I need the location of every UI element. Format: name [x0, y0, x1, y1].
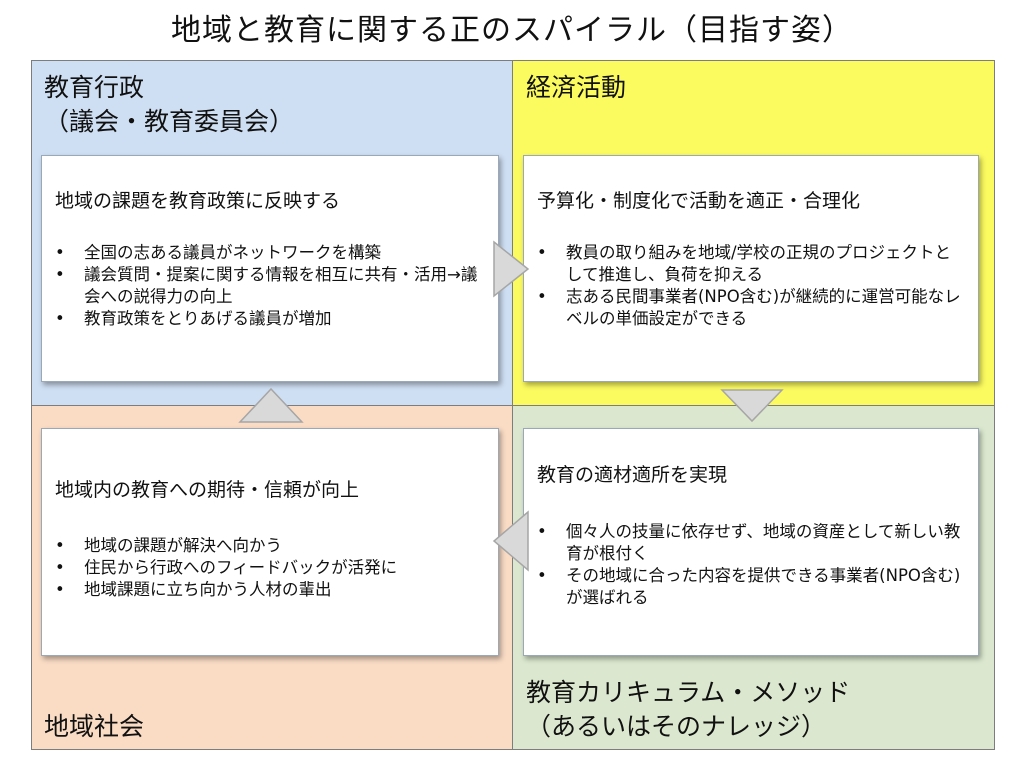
quadrant-label-line1: 地域社会 [44, 712, 145, 741]
bullet-item: 住民から行政へのフィードバックが活発に [53, 557, 493, 579]
quadrant-label-line1: 教育カリキュラム・メソッド [526, 678, 851, 707]
arrow-right-icon [493, 240, 530, 298]
quadrant-label: 地域社会 [44, 710, 144, 744]
bullet-list: 個々人の技量に依存せず、地域の資産として新しい教育が根付く その地域に合った内容… [535, 521, 965, 609]
content-box-local-community: 地域内の教育への期待・信頼が向上 地域の課題が解決へ向かう 住民から行政へのフィ… [41, 428, 499, 656]
diagram-title: 地域と教育に関する正のスパイラル（目指す姿） [171, 13, 853, 48]
box-heading: 予算化・制度化で活動を適正・合理化 [537, 190, 861, 212]
box-heading: 教育の適材適所を実現 [537, 464, 728, 486]
quadrant-label: 経済活動 [526, 71, 626, 105]
bullet-item: その地域に合った内容を提供できる事業者(NPO含む)が選ばれる [535, 565, 965, 609]
arrow-down-icon [720, 389, 784, 423]
bullet-item: 個々人の技量に依存せず、地域の資産として新しい教育が根付く [535, 521, 965, 565]
bullet-item: 志ある民間事業者(NPO含む)が継続的に運営可能なレベルの単価設定ができる [535, 286, 965, 330]
bullet-list: 全国の志ある議員がネットワークを構築 議会質問・提案に関する情報を相互に共有・活… [53, 242, 493, 330]
bullet-list: 教員の取り組みを地域/学校の正規のプロジェクトとして推進し、負荷を抑える 志ある… [535, 242, 965, 330]
arrow-left-icon [492, 510, 529, 572]
bullet-list: 地域の課題が解決へ向かう 住民から行政へのフィードバックが活発に 地域課題に立ち… [53, 535, 493, 601]
bullet-item: 議会質問・提案に関する情報を相互に共有・活用→議会への説得力の向上 [53, 264, 493, 308]
bullet-item: 教員の取り組みを地域/学校の正規のプロジェクトとして推進し、負荷を抑える [535, 242, 965, 286]
bullet-item: 地域課題に立ち向かう人材の輩出 [53, 579, 493, 601]
content-box-economic-activity: 予算化・制度化で活動を適正・合理化 教員の取り組みを地域/学校の正規のプロジェク… [523, 155, 979, 382]
content-box-education-administration: 地域の課題を教育政策に反映する 全国の志ある議員がネットワークを構築 議会質問・… [41, 155, 499, 382]
quadrant-label-line1: 経済活動 [526, 73, 627, 102]
bullet-item: 教育政策をとりあげる議員が増加 [53, 308, 493, 330]
quadrant-label: 教育行政 （議会・教育委員会） [44, 71, 294, 139]
quadrant-label: 教育カリキュラム・メソッド （あるいはそのナレッジ） [526, 676, 850, 744]
box-heading: 地域内の教育への期待・信頼が向上 [55, 479, 360, 501]
quadrant-label-line1: 教育行政 [44, 73, 145, 102]
box-heading: 地域の課題を教育政策に反映する [55, 190, 341, 212]
bullet-item: 地域の課題が解決へ向かう [53, 535, 493, 557]
quadrant-label-line2: （議会・教育委員会） [44, 107, 295, 136]
content-box-education-curriculum: 教育の適材適所を実現 個々人の技量に依存せず、地域の資産として新しい教育が根付く… [523, 428, 979, 656]
bullet-item: 全国の志ある議員がネットワークを構築 [53, 242, 493, 264]
arrow-up-icon [238, 387, 304, 423]
quadrant-label-line2: （あるいはそのナレッジ） [526, 712, 827, 741]
